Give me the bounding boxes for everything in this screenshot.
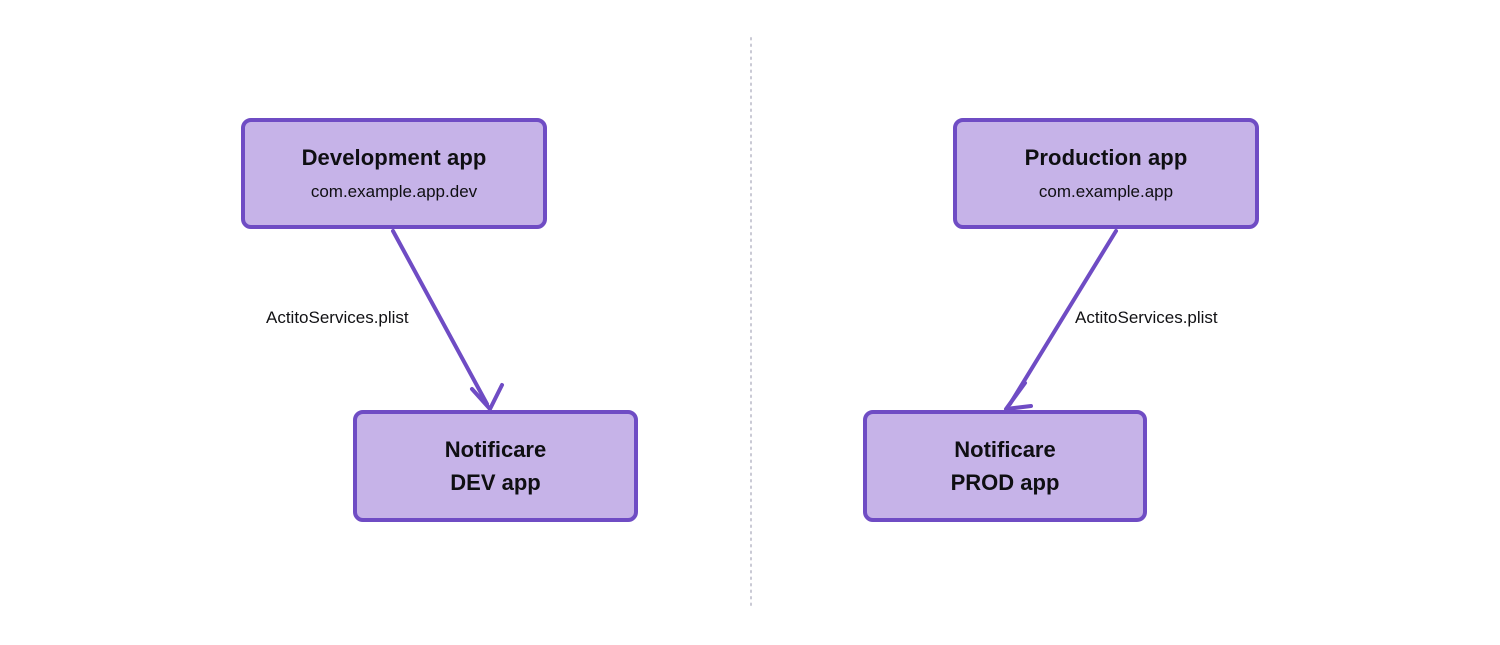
arrowhead-prod: [1004, 381, 1033, 411]
node-development-app[interactable]: Development app com.example.app.dev: [241, 118, 547, 229]
edge-dev-app-to-notificare-dev: [391, 229, 504, 411]
node-notificare-dev-app-line2: DEV app: [450, 470, 541, 495]
edge-label-prod: ActitoServices.plist: [1075, 308, 1218, 327]
node-production-app-bundle-id: com.example.app: [1038, 181, 1174, 201]
node-notificare-dev-app-line1: Notificare: [444, 437, 547, 462]
edge-label-dev: ActitoServices.plist: [266, 308, 409, 327]
node-notificare-prod-app-line1: Notificare: [954, 437, 1056, 462]
node-production-app[interactable]: Production app com.example.app: [953, 118, 1259, 229]
node-development-app-bundle-id: com.example.app.dev: [310, 181, 478, 201]
node-notificare-prod-app-line2: PROD app: [950, 470, 1060, 495]
node-notificare-prod-app[interactable]: Notificare PROD app: [863, 410, 1147, 522]
node-notificare-dev-app[interactable]: Notificare DEV app: [353, 410, 638, 522]
arrowhead-dev: [470, 383, 504, 411]
node-development-app-title: Development app: [301, 144, 487, 170]
node-production-app-title: Production app: [1024, 144, 1188, 170]
